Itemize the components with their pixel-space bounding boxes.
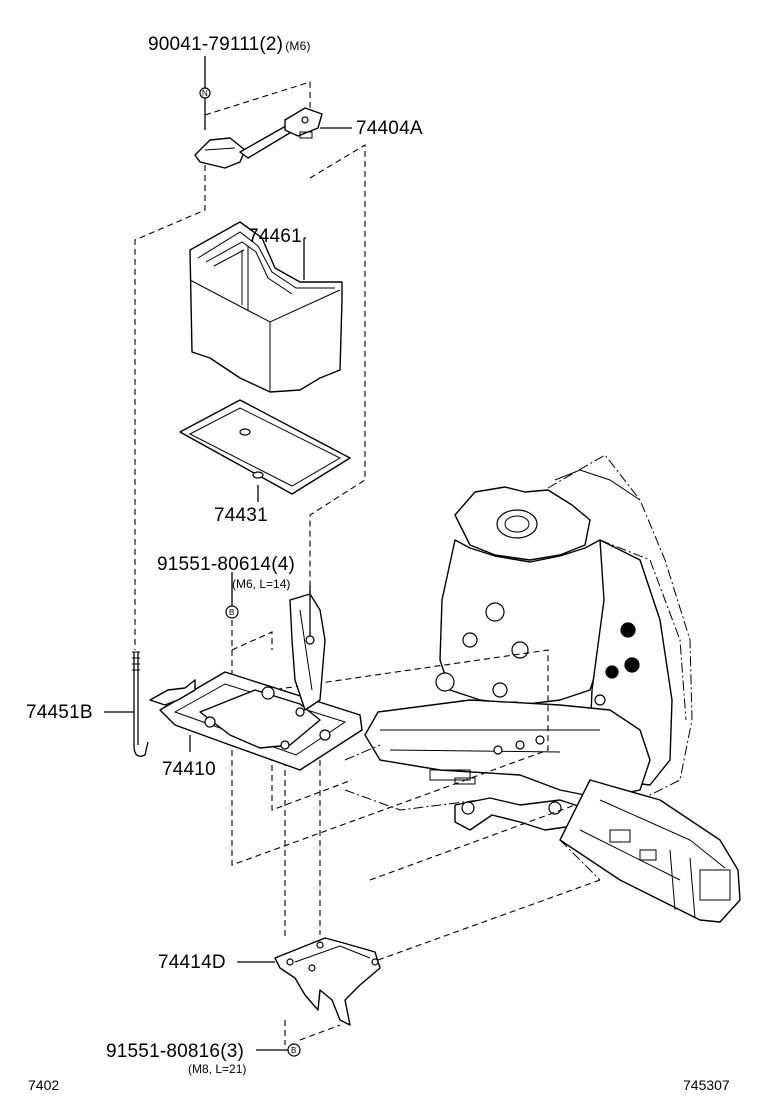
marker-n-top-label: N [202, 89, 208, 98]
vehicle-body-structure [344, 454, 741, 923]
footer-left-code: 7402 [28, 1077, 59, 1093]
bolt-mid-qty: (4) [271, 554, 295, 575]
marker-b-mid-label: B [229, 608, 234, 617]
marker-n-top [199, 87, 211, 99]
callout-markers: N B B [199, 87, 301, 1057]
label-carrier: 74410 [162, 759, 216, 780]
label-bracket: 74414D [158, 952, 226, 973]
label-bolt-mid: 91551-80614(4) [157, 554, 295, 575]
label-bolt-bottom: 91551-80816(3) [106, 1041, 244, 1062]
battery-hold-rod [132, 651, 149, 757]
battery-clamp [194, 107, 323, 169]
label-bolt-top: 90041-79111(2)(M6) [148, 34, 311, 55]
label-tray: 74461 [248, 226, 302, 247]
part-labels: 90041-79111(2)(M6) 74404A 74461 74431 91… [26, 34, 423, 1076]
bolt-top-number: 90041-79111 [148, 34, 259, 55]
leader-lines [104, 56, 352, 1051]
bolt-top-qty: (2) [259, 34, 283, 55]
footer-right-code: 745307 [683, 1077, 730, 1093]
marker-b-bottom-label: B [291, 1046, 296, 1055]
battery-pad [179, 399, 351, 495]
label-bolt-mid-spec: (M6, L=14) [232, 577, 290, 591]
bolt-top-spec: (M6) [285, 39, 310, 53]
marker-b-bottom [287, 1043, 301, 1057]
label-rod: 74451B [26, 702, 93, 723]
bolt-bottom-qty: (3) [220, 1041, 244, 1062]
assembly-guide-lines [134, 81, 601, 1045]
label-bolt-bottom-spec: (M8, L=21) [188, 1062, 246, 1076]
label-clamp: 74404A [356, 118, 423, 139]
label-pad: 74431 [214, 505, 268, 526]
battery-bracket [274, 937, 381, 1026]
battery-carrier [149, 585, 363, 771]
battery-tray-box [189, 221, 343, 393]
bolt-bottom-number: 91551-80816 [106, 1041, 220, 1062]
marker-b-mid [225, 605, 239, 619]
bolt-mid-number: 91551-80614 [157, 554, 271, 575]
